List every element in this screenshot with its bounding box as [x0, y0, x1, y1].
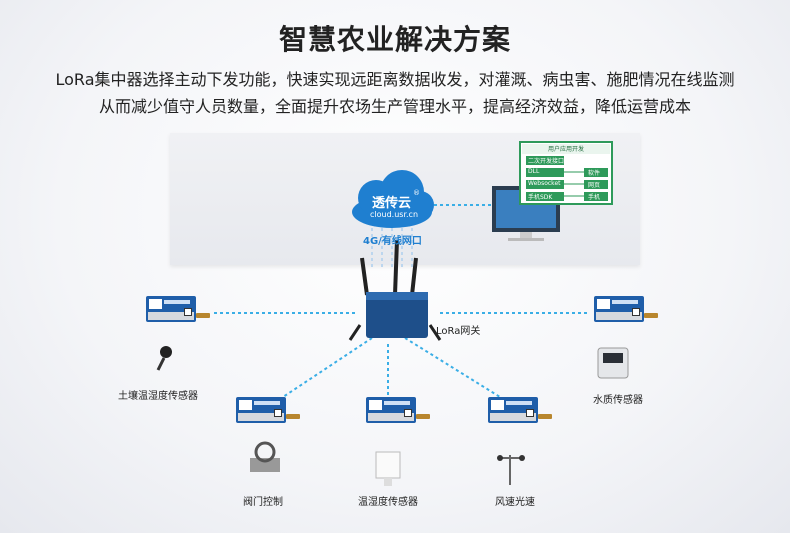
page-title: 智慧农业解决方案: [278, 23, 511, 56]
description-line-1: LoRa集中器选择主动下发功能，快速实现远距离数据收发，对灌溉、病虫害、施肥情况…: [55, 70, 735, 89]
link-valve: [282, 337, 373, 398]
node-label-water: 水质传感器: [593, 395, 643, 406]
node-label-valve: 阀门控制: [243, 497, 283, 508]
uplink-label: 4G/有线网口: [363, 236, 422, 247]
lora-module-soil: [146, 296, 196, 322]
app-row-websocket: Websocket: [528, 180, 561, 187]
app-panel: [519, 141, 613, 205]
thermo-hygrometer-icon: [375, 451, 401, 486]
cloud-icon: [352, 170, 434, 228]
node-label-thermo: 温湿度传感器: [358, 497, 418, 508]
lora-module-valve: [236, 397, 286, 423]
node-label-wind: 风速光速: [495, 497, 535, 508]
gateway-label: LoRa网关: [436, 326, 481, 337]
antenna-thermo: [416, 414, 430, 419]
soil-sensor-frame: [140, 338, 184, 382]
antenna-wind: [538, 414, 552, 419]
link-wind: [404, 337, 501, 398]
lora-module-water: [594, 296, 644, 322]
anemometer-icon: [497, 455, 525, 485]
app-row-api: 二次开发接口: [528, 158, 565, 165]
node-label-soil: 土壤温湿度传感器: [118, 391, 198, 402]
app-row-dll: DLL: [528, 168, 540, 175]
antenna-water: [644, 313, 658, 318]
lora-links: [212, 312, 588, 398]
cloud-domain: cloud.usr.cn: [370, 210, 419, 219]
antenna-valve: [286, 414, 300, 419]
cloud-name: 透传云: [372, 196, 412, 211]
antenna-soil: [196, 313, 210, 318]
lora-module-thermo: [366, 397, 416, 423]
soil-probe-icon: [156, 346, 172, 371]
app-right-phone: 手机: [588, 194, 601, 201]
app-right-web: 网页: [588, 182, 601, 189]
app-panel-header: 用户应用开发: [548, 146, 585, 153]
valve-icon: [250, 441, 280, 472]
uplink-rays: [371, 228, 413, 270]
lora-module-wind: [488, 397, 538, 423]
lora-gateway-icon: [348, 239, 442, 341]
water-quality-meter-icon: [597, 347, 629, 379]
cloud-registered-mark: ®: [413, 189, 420, 197]
app-right-software: 软件: [588, 170, 601, 177]
app-row-sdk: 手机SDK: [528, 194, 553, 201]
description-line-2: 从而减少值守人员数量，全面提升农场生产管理水平，提高经济效益，降低运营成本: [98, 97, 691, 116]
